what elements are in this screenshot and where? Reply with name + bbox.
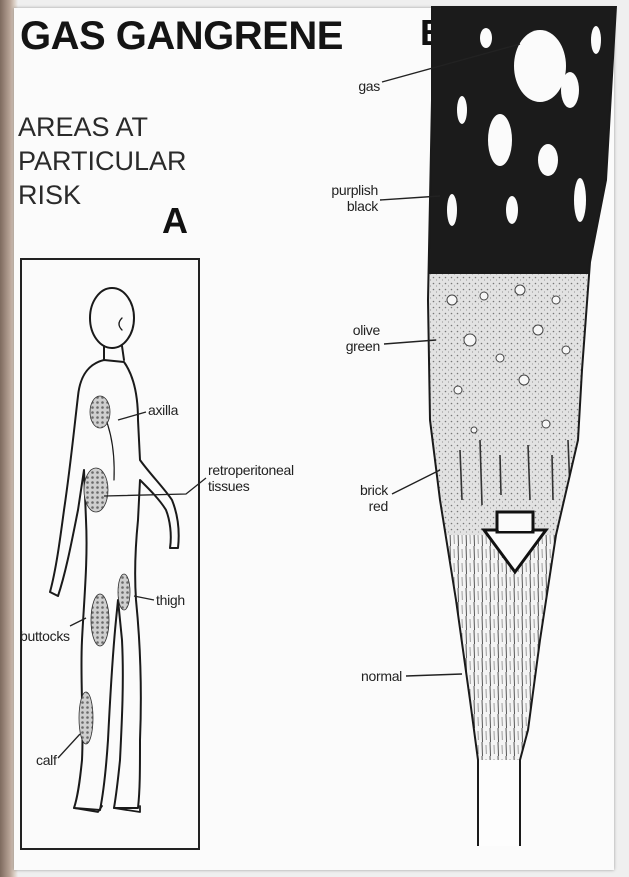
label-axilla: axilla: [148, 402, 178, 418]
retroperitoneal-patch: [84, 468, 108, 512]
label-purplish-black: purplish black: [300, 182, 378, 214]
label-line: brick: [330, 482, 388, 498]
label-retroperitoneal: retroperitoneal tissues: [208, 462, 294, 494]
label-buttocks: buttocks: [20, 628, 70, 644]
label-line: tissues: [208, 478, 294, 494]
head: [90, 288, 134, 348]
body-outline: [50, 360, 179, 810]
label-thigh: thigh: [156, 592, 185, 608]
label-olive-green: olive green: [318, 322, 380, 354]
human-figure: [50, 288, 179, 812]
axilla-patch: [90, 396, 110, 428]
label-line: olive: [318, 322, 380, 338]
label-line: purplish: [300, 182, 378, 198]
thigh-patch: [118, 574, 130, 610]
label-gas: gas: [336, 78, 380, 94]
label-normal: normal: [330, 668, 402, 684]
purplish-black-zone: [420, 0, 620, 274]
olive-green-zone: [420, 270, 620, 535]
limb-illustration: [420, 0, 620, 860]
label-line: black: [300, 198, 378, 214]
buttocks-patch: [91, 594, 109, 646]
label-line: red: [330, 498, 388, 514]
label-brick-red: brick red: [330, 482, 388, 514]
calf-patch: [79, 692, 93, 744]
label-line: green: [318, 338, 380, 354]
label-calf: calf: [36, 752, 57, 768]
label-line: retroperitoneal: [208, 462, 294, 478]
